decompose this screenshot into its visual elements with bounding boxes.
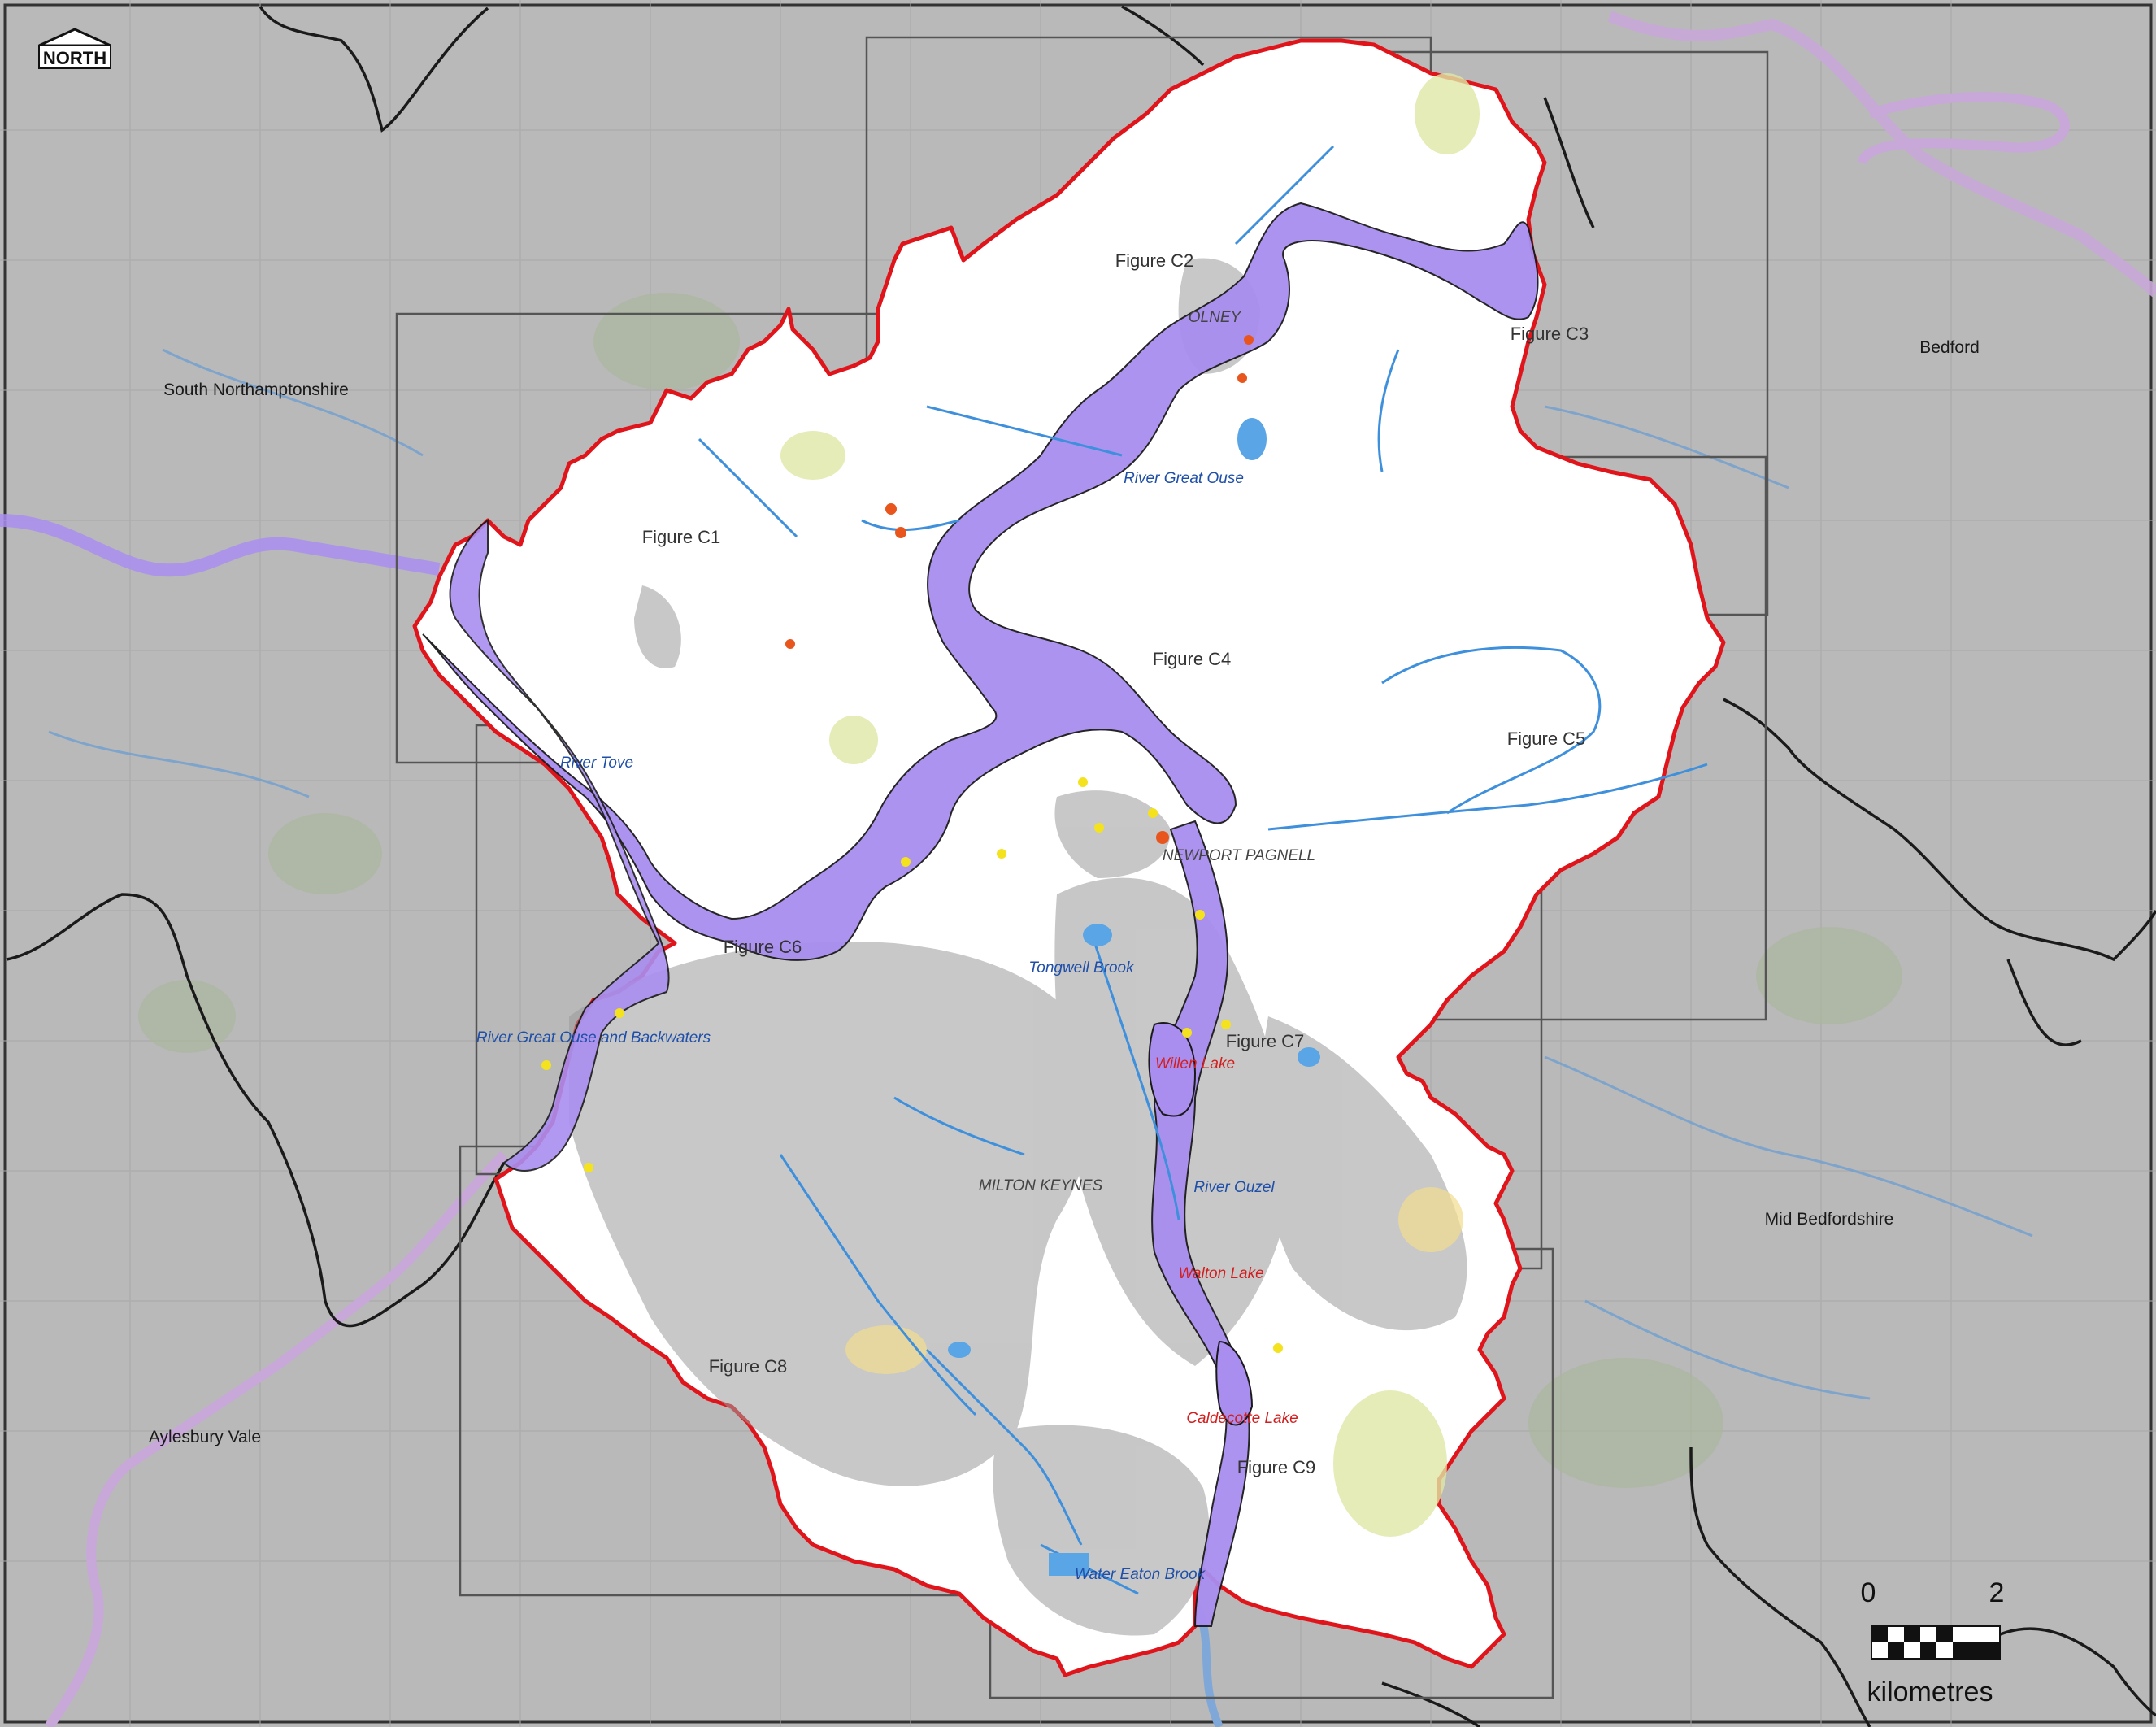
flood-zone-backwaters — [449, 519, 670, 1172]
flood-zone-great-ouse — [422, 202, 1539, 961]
scale-bar: 0 2 kilometres — [1861, 1577, 2005, 1707]
outside-river-southwest — [45, 1151, 508, 1727]
district-boundaries — [6, 5, 2156, 1727]
lake-label: Caldecotte Lake — [1186, 1410, 1298, 1427]
town-label: NEWPORT PAGNELL — [1163, 847, 1315, 864]
north-label: NORTH — [43, 48, 106, 68]
district-label: South Northamptonshire — [163, 381, 349, 399]
river-label: River Great Ouse and Backwaters — [476, 1029, 711, 1046]
figure-label-c9: Figure C9 — [1237, 1457, 1316, 1477]
river-label: Water Eaton Brook — [1075, 1566, 1206, 1583]
figure-label-c2: Figure C2 — [1115, 250, 1194, 271]
town-label: MILTON KEYNES — [979, 1177, 1103, 1194]
blue-lakes — [948, 418, 1320, 1576]
river-label: River Great Ouse — [1124, 470, 1244, 487]
river-label: River Tove — [560, 755, 633, 772]
river-label: Tongwell Brook — [1028, 959, 1135, 977]
lake-label: Walton Lake — [1178, 1265, 1263, 1282]
lake-labels: Willen Lake Walton Lake Caldecotte Lake — [1155, 1055, 1298, 1427]
scale-end-label: 2 — [1989, 1577, 2005, 1608]
town-label: OLNEY — [1189, 309, 1242, 326]
district-label: Mid Bedfordshire — [1765, 1210, 1894, 1229]
district-label: Bedford — [1919, 338, 1980, 357]
scale-start-label: 0 — [1861, 1577, 1876, 1608]
figure-label-c6: Figure C6 — [724, 937, 802, 957]
district-labels: South Northamptonshire Bedford Aylesbury… — [149, 338, 1980, 1446]
map-frame — [3, 3, 2153, 1724]
lake-label: Willen Lake — [1155, 1055, 1235, 1072]
figure-label-c4: Figure C4 — [1153, 649, 1232, 669]
river-label: River Ouzel — [1193, 1179, 1275, 1196]
figure-label-c8: Figure C8 — [709, 1356, 788, 1377]
figure-label-c7: Figure C7 — [1226, 1031, 1305, 1051]
outside-river-west — [0, 514, 441, 577]
figure-labels: Figure C1 Figure C2 Figure C3 Figure C4 … — [642, 250, 1589, 1477]
figure-label-c5: Figure C5 — [1507, 729, 1586, 749]
town-labels: OLNEY NEWPORT PAGNELL MILTON KEYNES — [979, 309, 1315, 1194]
figure-label-c1: Figure C1 — [642, 527, 721, 547]
caldecotte-lake-shape — [1215, 1340, 1254, 1426]
outside-streams — [48, 348, 2033, 1400]
figure-label-c3: Figure C3 — [1511, 324, 1589, 344]
markers — [541, 335, 1283, 1353]
streams-inside — [698, 145, 1708, 1595]
flood-zone-river-ouzel — [1151, 820, 1250, 1627]
outside-river-east-loop — [1857, 92, 2070, 165]
scale-unit-label: kilometres — [1867, 1677, 1993, 1707]
north-arrow: NORTH — [38, 28, 111, 69]
outside-land-patches — [138, 293, 1902, 1488]
district-label: Aylesbury Vale — [149, 1428, 261, 1446]
watercourse-labels: River Great Ouse River Tove River Great … — [476, 470, 1276, 1583]
